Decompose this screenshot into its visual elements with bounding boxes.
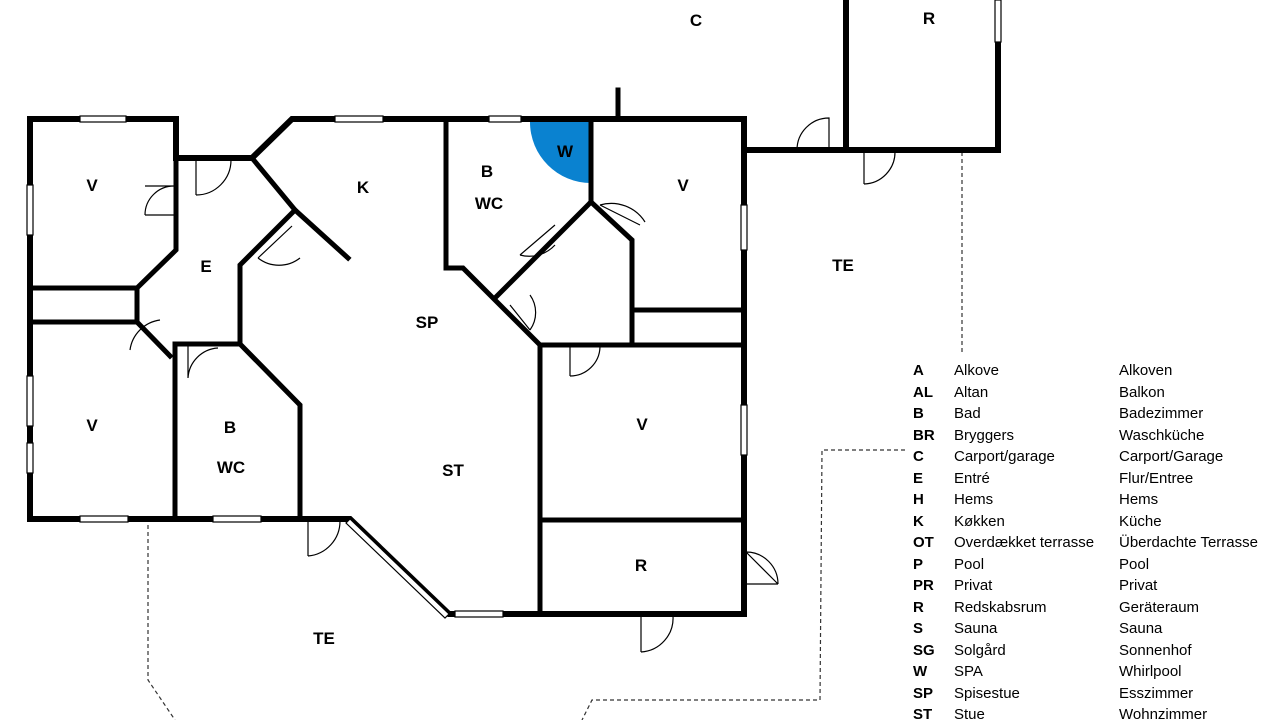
legend-german: Sauna — [1119, 620, 1163, 637]
legend-german: Whirlpool — [1119, 663, 1182, 680]
property-line — [581, 449, 905, 720]
room-label-b-bottom: B — [224, 418, 236, 437]
room-label-te-right: TE — [832, 256, 854, 275]
room-label-e: E — [200, 257, 211, 276]
room-label-st: ST — [442, 461, 464, 480]
legend-german: Privat — [1119, 577, 1158, 594]
legend-danish: Privat — [954, 577, 993, 594]
legend-code: OT — [913, 534, 934, 551]
legend-code: ST — [913, 706, 933, 723]
legend-german: Küche — [1119, 512, 1162, 530]
room-label-v-mid-right: V — [636, 415, 648, 434]
legend-code: S — [913, 620, 924, 637]
legend-danish: Spisestue — [954, 684, 1020, 702]
legend-code: A — [913, 362, 924, 379]
spa-area — [530, 122, 591, 183]
room-label-v-top-left: V — [86, 176, 98, 195]
room-label-b-top: B — [481, 162, 493, 181]
room-label-sp: SP — [416, 313, 439, 332]
legend-code: H — [913, 491, 924, 508]
legend-code: PR — [913, 577, 934, 594]
room-label-wc-bottom: WC — [217, 458, 245, 477]
doors — [129, 117, 896, 653]
legend-code: AL — [913, 383, 933, 401]
legend-code: SG — [913, 641, 935, 659]
room-label-v-top-right: V — [677, 176, 689, 195]
room-label-te-bottom: TE — [313, 629, 335, 648]
legend-code: K — [913, 512, 924, 530]
legend-danish: Køkken — [954, 512, 1005, 530]
legend-german: Sonnenhof — [1119, 641, 1192, 659]
legend-code: P — [913, 555, 924, 573]
garage-wall — [843, 0, 1001, 153]
legend-german: Geräteraum — [1119, 598, 1200, 616]
legend-danish: Bad — [954, 405, 981, 422]
legend-code: B — [913, 405, 924, 422]
room-label-w: W — [557, 142, 574, 161]
legend-code: SP — [913, 684, 934, 702]
room-label-k: K — [357, 178, 370, 197]
legend-code: E — [913, 469, 924, 487]
legend-danish: Stue — [954, 706, 985, 723]
legend-danish: Hems — [954, 491, 994, 508]
legend-danish: Bryggers — [954, 426, 1015, 444]
legend-german: Überdachte Terrasse — [1119, 534, 1258, 551]
legend-code: W — [913, 663, 928, 680]
legend-danish: Altan — [954, 383, 989, 401]
legend-german: Hems — [1119, 491, 1159, 508]
legend-code: C — [913, 448, 924, 465]
property-line — [147, 525, 176, 720]
legend-code: R — [913, 598, 924, 616]
interior-walls — [27, 119, 747, 617]
room-label-c: C — [690, 11, 702, 30]
legend-german: Wohnzimmer — [1119, 706, 1208, 723]
legend-german: Alkoven — [1119, 362, 1173, 379]
legend-german: Esszimmer — [1119, 684, 1194, 702]
room-label-r-bottom: R — [635, 556, 647, 575]
legend-code: BR — [913, 426, 935, 444]
legend-danish: Solgård — [954, 641, 1006, 659]
legend-danish: Redskabsrum — [954, 598, 1047, 616]
room-label-r-top: R — [923, 9, 935, 28]
legend-german: Waschküche — [1119, 426, 1205, 444]
legend-german: Badezimmer — [1119, 405, 1204, 422]
legend-danish: Carport/garage — [954, 448, 1055, 465]
legend-german: Balkon — [1119, 383, 1165, 401]
legend-danish: Entré — [954, 469, 990, 487]
legend-german: Flur/Entree — [1119, 469, 1194, 487]
room-label-wc-top: WC — [475, 194, 503, 213]
legend-german: Carport/Garage — [1119, 448, 1224, 465]
legend-danish: Overdækket terrasse — [954, 534, 1095, 551]
windows — [26, 0, 1002, 619]
exterior-wall — [27, 116, 747, 617]
legend-german: Pool — [1119, 555, 1150, 573]
legend-danish: Pool — [954, 555, 985, 573]
legend-danish: Alkove — [954, 362, 1000, 379]
legend-danish: Sauna — [954, 620, 998, 637]
legend-danish: SPA — [954, 663, 983, 680]
room-label-v-mid-left: V — [86, 416, 98, 435]
